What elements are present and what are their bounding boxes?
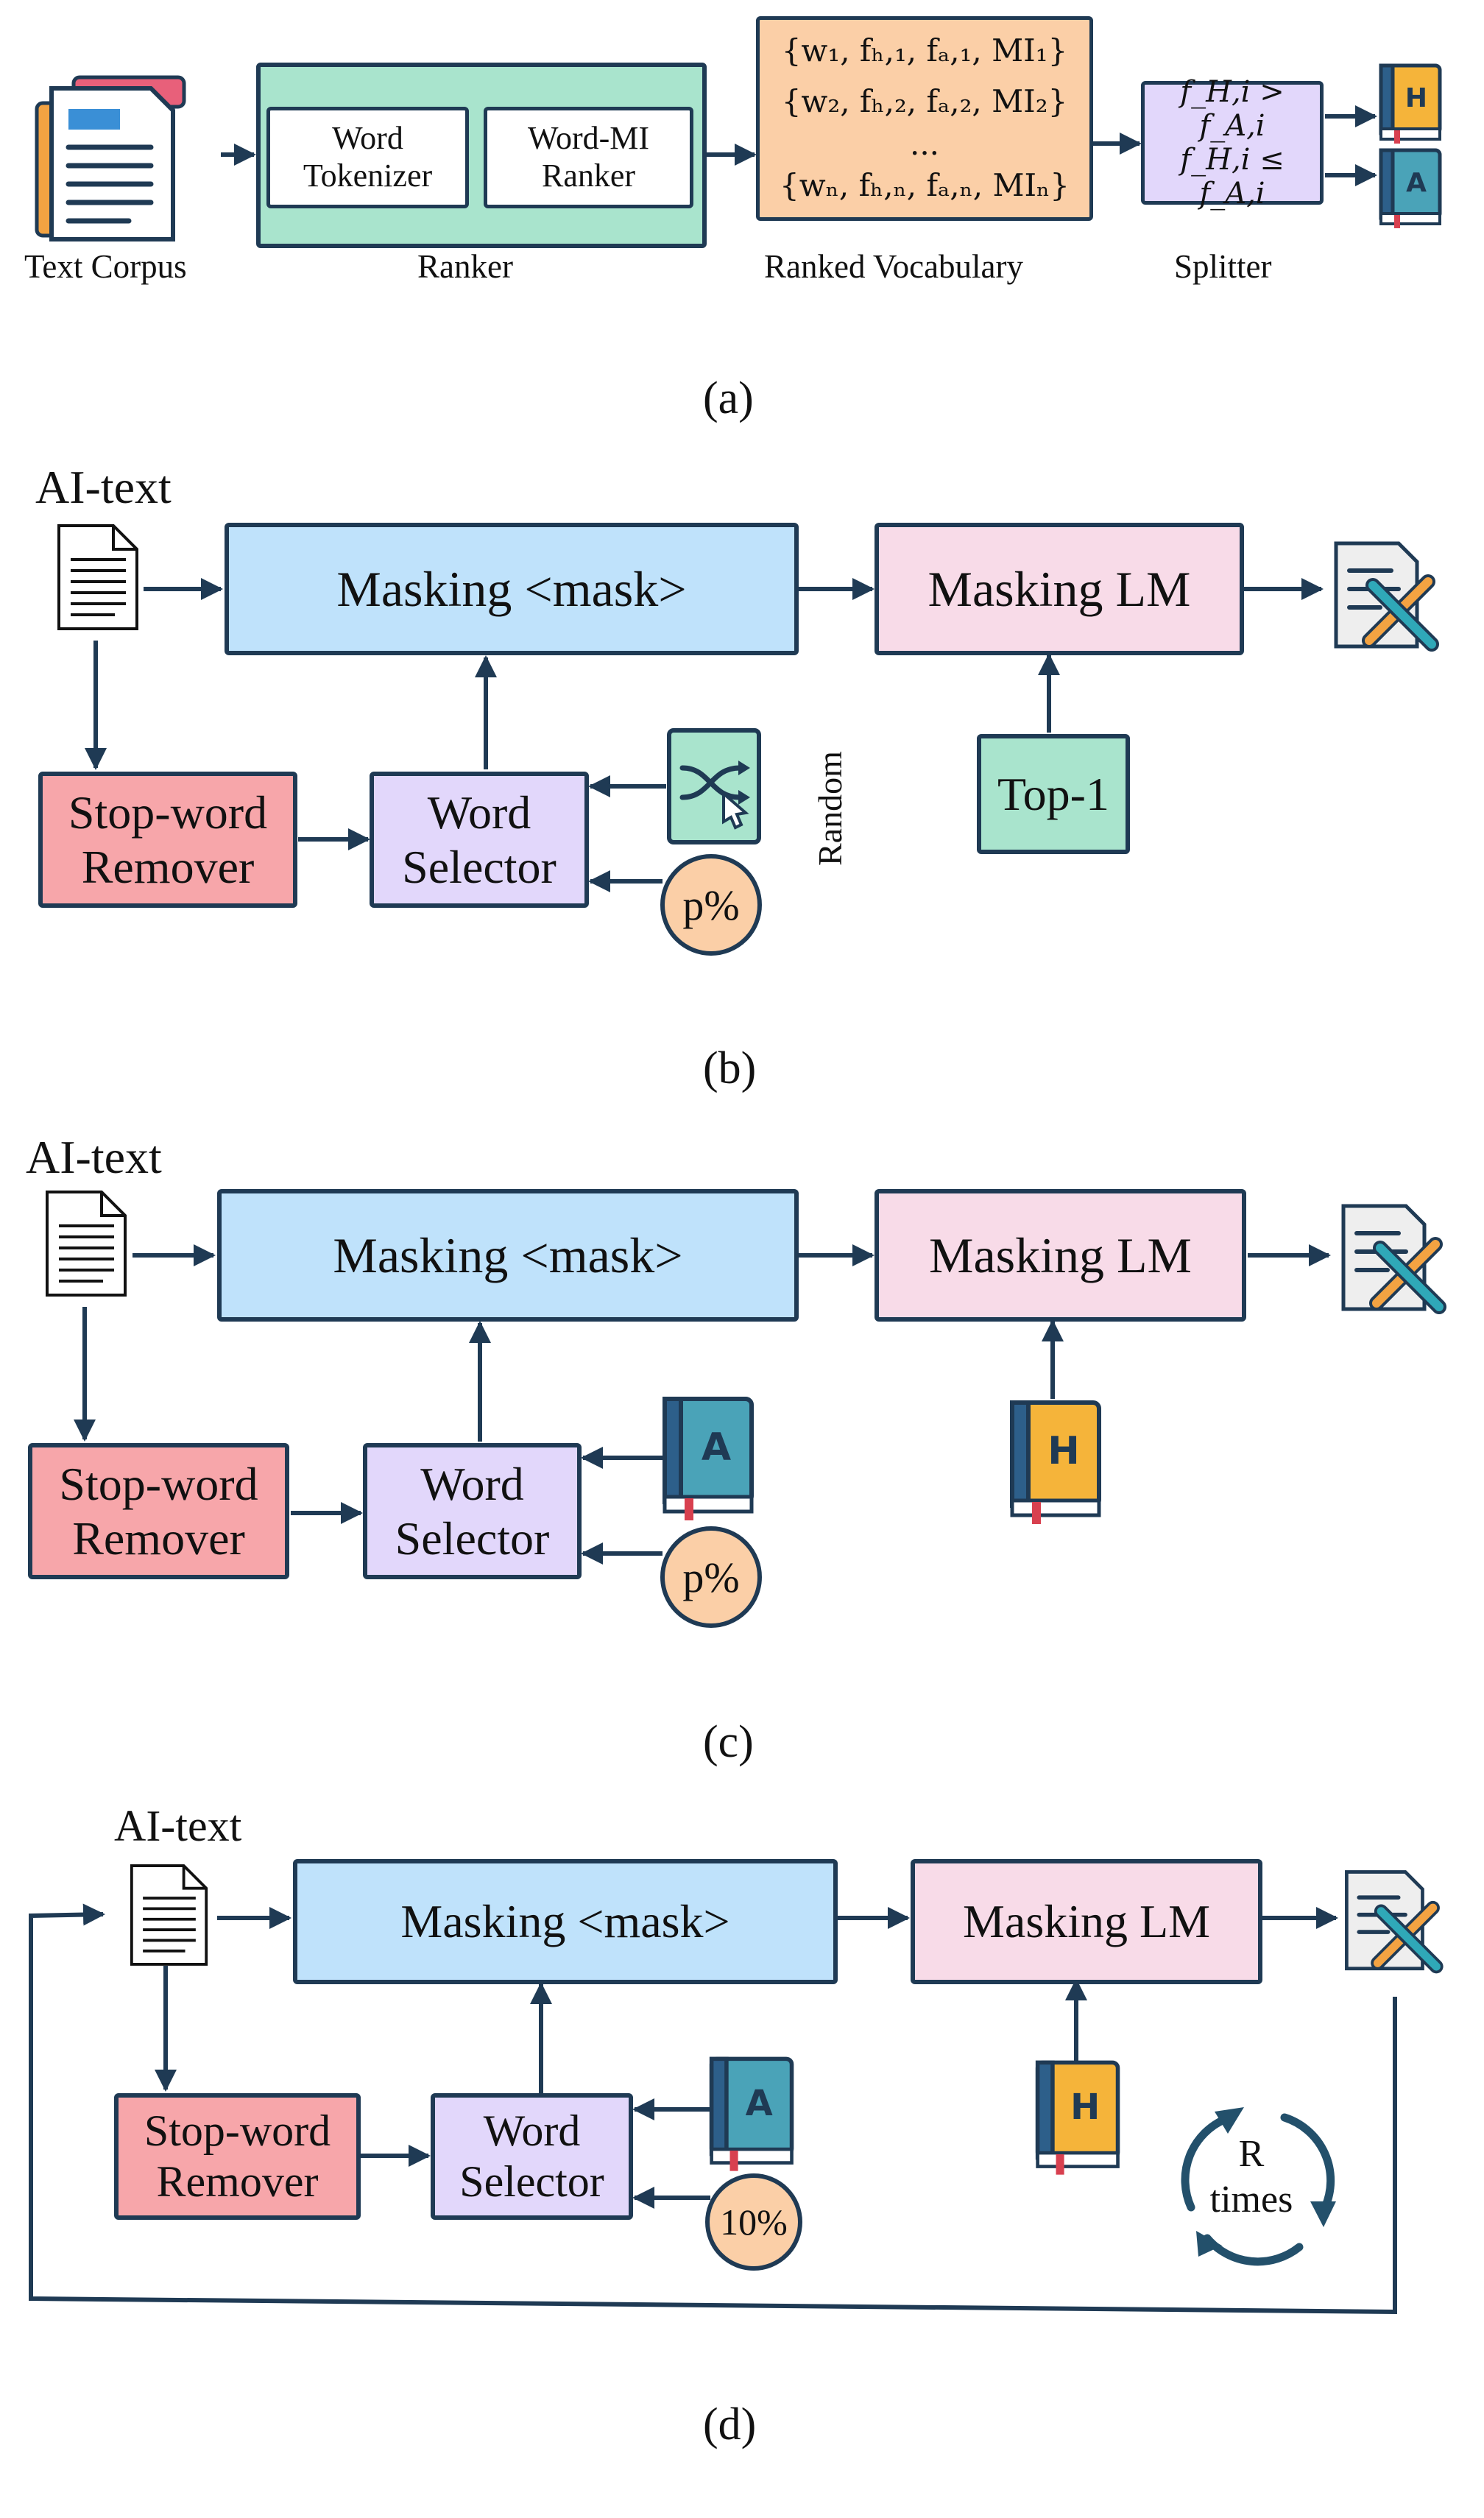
d-book-h-letter: H bbox=[1070, 2087, 1100, 2128]
d-percent-label: 10% bbox=[720, 2201, 788, 2243]
split-rule-2: f_H,i ≤ f_A,i bbox=[1180, 143, 1285, 211]
d-book-h-icon: H bbox=[1035, 2060, 1120, 2175]
book-a-icon: A bbox=[1379, 148, 1442, 228]
c-book-h-icon: H bbox=[1010, 1400, 1101, 1524]
vocab-row-1: {w₁, fₕ,₁, fₐ,₁, MI₁} bbox=[781, 32, 1068, 69]
c-masking-lm-box: Masking LM bbox=[875, 1189, 1246, 1322]
c-percent-label: p% bbox=[682, 1553, 740, 1601]
d-masking-label: Masking <mask> bbox=[400, 1895, 730, 1948]
ranked-vocabulary-label: Ranked Vocabulary bbox=[764, 248, 1024, 285]
b-percent-circle: p% bbox=[660, 854, 762, 956]
shuffle-random-icon bbox=[667, 728, 761, 844]
c-edit-tools-icon bbox=[1341, 1204, 1446, 1314]
word-tokenizer-box: Word Tokenizer bbox=[266, 107, 469, 208]
c-book-a-icon: A bbox=[662, 1397, 754, 1520]
book-a-letter: A bbox=[1406, 168, 1427, 198]
c-input-label: AI-text bbox=[26, 1131, 162, 1183]
c-percent-circle: p% bbox=[660, 1526, 762, 1628]
b-stop-word-remover-label: Stop-word Remover bbox=[68, 786, 268, 893]
b-masking-label: Masking <mask> bbox=[336, 560, 687, 617]
c-stop-word-remover-label: Stop-word Remover bbox=[59, 1457, 258, 1565]
splitter-box: f_H,i > f_A,i f_H,i ≤ f_A,i bbox=[1141, 75, 1324, 211]
d-book-a-letter: A bbox=[746, 2083, 773, 2124]
caption-b: (b) bbox=[703, 1043, 757, 1093]
vocab-row-ellipsis: ... bbox=[909, 125, 940, 162]
caption-c: (c) bbox=[703, 1717, 754, 1767]
top1-box: Top-1 bbox=[977, 734, 1130, 854]
b-masking-lm-box: Masking LM bbox=[875, 523, 1244, 655]
c-masking-lm-label: Masking LM bbox=[929, 1227, 1192, 1283]
split-rule-1: f_H,i > f_A,i bbox=[1180, 75, 1285, 143]
ranked-vocabulary-box: {w₁, fₕ,₁, fₐ,₁, MI₁} {w₂, fₕ,₂, fₐ,₂, M… bbox=[756, 16, 1093, 221]
d-percent-circle: 10% bbox=[705, 2173, 802, 2271]
d-stop-word-remover-box: Stop-word Remover bbox=[114, 2093, 361, 2220]
caption-a: (a) bbox=[703, 373, 754, 423]
caption-d: (d) bbox=[703, 2399, 757, 2450]
b-word-selector-label: Word Selector bbox=[402, 786, 556, 893]
ranker-label: Ranker bbox=[417, 248, 513, 285]
b-masking-box: Masking <mask> bbox=[225, 523, 799, 655]
book-h-icon: H bbox=[1379, 63, 1442, 144]
d-edit-tools-icon bbox=[1345, 1870, 1444, 1974]
d-masking-lm-box: Masking LM bbox=[911, 1859, 1262, 1984]
vocab-row-n: {wₙ, fₕ,ₙ, fₐ,ₙ, MIₙ} bbox=[780, 167, 1070, 204]
c-stop-word-remover-box: Stop-word Remover bbox=[28, 1443, 289, 1579]
word-mi-ranker-box: Word-MI Ranker bbox=[484, 107, 693, 208]
text-corpus-icon bbox=[35, 75, 186, 241]
word-mi-ranker-label: Word-MI Ranker bbox=[527, 120, 650, 194]
c-document-icon bbox=[46, 1191, 127, 1297]
b-masking-lm-label: Masking LM bbox=[928, 560, 1191, 617]
c-book-h-letter: H bbox=[1047, 1429, 1080, 1473]
b-document-icon bbox=[57, 524, 138, 630]
c-word-selector-label: Word Selector bbox=[395, 1457, 550, 1565]
b-word-selector-box: Word Selector bbox=[370, 772, 589, 908]
b-stop-word-remover-box: Stop-word Remover bbox=[38, 772, 297, 908]
b-input-label: AI-text bbox=[35, 461, 172, 513]
text-corpus-label: Text Corpus bbox=[24, 248, 187, 285]
vocab-row-2: {w₂, fₕ,₂, fₐ,₂, MI₂} bbox=[781, 83, 1068, 119]
d-word-selector-label: Word Selector bbox=[459, 2106, 604, 2206]
arrow-d-feedback-loop bbox=[29, 1903, 1397, 2315]
d-masking-lm-label: Masking LM bbox=[963, 1895, 1210, 1948]
top1-label: Top-1 bbox=[997, 767, 1109, 820]
d-document-icon bbox=[130, 1864, 208, 1966]
splitter-label: Splitter bbox=[1174, 248, 1272, 285]
c-masking-box: Masking <mask> bbox=[217, 1189, 799, 1322]
c-word-selector-box: Word Selector bbox=[363, 1443, 582, 1579]
book-h-letter: H bbox=[1405, 83, 1427, 113]
c-book-a-letter: A bbox=[702, 1425, 731, 1470]
d-stop-word-remover-label: Stop-word Remover bbox=[144, 2106, 331, 2206]
d-book-a-icon: A bbox=[709, 2056, 794, 2171]
repeat-label: R times bbox=[1209, 2133, 1293, 2221]
b-edit-tools-icon bbox=[1334, 541, 1439, 652]
d-masking-box: Masking <mask> bbox=[293, 1859, 838, 1984]
d-word-selector-box: Word Selector bbox=[431, 2093, 633, 2220]
b-percent-label: p% bbox=[682, 881, 740, 929]
c-masking-label: Masking <mask> bbox=[333, 1227, 683, 1283]
d-input-label: AI-text bbox=[114, 1802, 242, 1850]
word-tokenizer-label: Word Tokenizer bbox=[303, 120, 433, 194]
random-label: Random bbox=[810, 751, 849, 866]
